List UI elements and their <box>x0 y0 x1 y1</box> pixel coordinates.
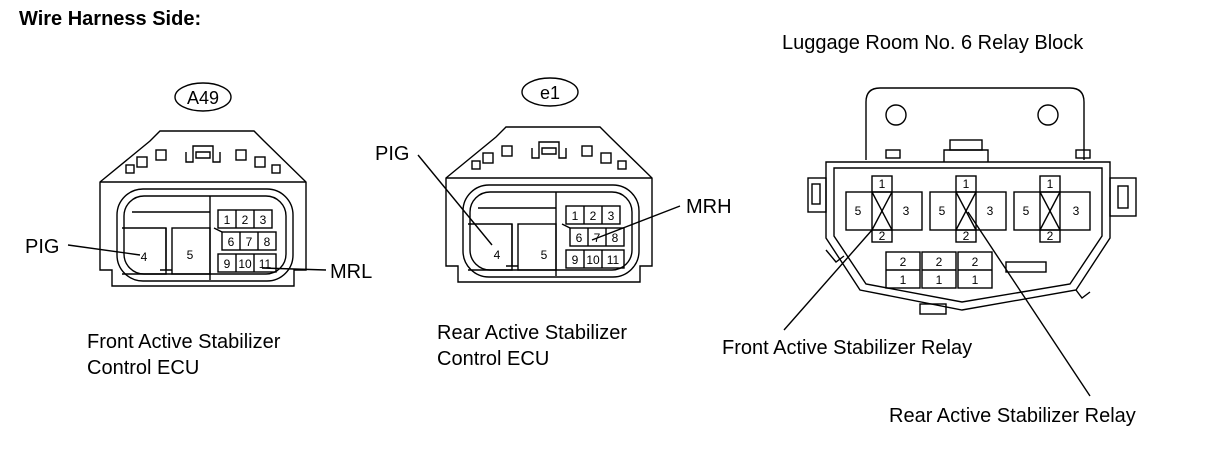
rear-pin-7: 7 <box>594 231 601 245</box>
front-mrl-leader <box>261 267 327 271</box>
front-pin-3: 3 <box>260 213 267 227</box>
front-pin-7: 7 <box>246 235 253 249</box>
rear-connector-housing <box>445 126 653 283</box>
small-socket-3-pin-top: 2 <box>972 255 979 269</box>
front-pin-9: 9 <box>224 257 231 271</box>
relay-pin-numbers: 1 5 3 2 1 5 3 2 1 5 3 2 2 1 2 1 2 1 <box>855 177 1080 287</box>
front-connector-cavity <box>116 188 294 282</box>
rear-relay-pin-left: 5 <box>939 204 946 218</box>
mount-hole-right <box>1037 104 1059 126</box>
rear-pin-1: 1 <box>572 209 579 223</box>
rear-connector <box>417 77 681 283</box>
front-pig-leader <box>67 244 141 256</box>
rear-pin-6: 6 <box>576 231 583 245</box>
front-connector-code: A49 <box>187 88 219 108</box>
third-relay-pin-left: 5 <box>1023 204 1030 218</box>
small-socket-1-pin-top: 2 <box>900 255 907 269</box>
rear-mrh-label: MRH <box>686 196 732 218</box>
front-pin-6: 6 <box>228 235 235 249</box>
rear-connector-code: e1 <box>540 83 560 103</box>
rear-connector-code-badge <box>521 77 579 107</box>
front-pin-5: 5 <box>187 248 194 262</box>
front-relay-leader <box>783 229 873 331</box>
rear-pin-numbers: 1 2 3 6 7 8 9 10 11 4 5 <box>494 209 620 267</box>
small-socket-2-pin-top: 2 <box>936 255 943 269</box>
front-pin-11: 11 <box>259 257 272 271</box>
rear-relay-pin-top: 1 <box>963 177 970 191</box>
front-pig-label: PIG <box>25 236 59 258</box>
third-relay-pin-top: 1 <box>1047 177 1054 191</box>
rear-pin-2: 2 <box>590 209 597 223</box>
mount-hole-left <box>885 104 907 126</box>
relay-block <box>783 87 1137 397</box>
front-ecu-caption-line2: Control ECU <box>87 357 200 379</box>
rear-pig-leader <box>417 154 493 246</box>
front-mrl-label: MRL <box>330 261 372 283</box>
front-relay-label: Front Active Stabilizer Relay <box>722 337 973 359</box>
small-socket-3-pin-bottom: 1 <box>972 273 979 287</box>
rear-pin-10: 10 <box>586 253 600 267</box>
page-heading: Wire Harness Side: <box>19 8 202 30</box>
rear-relay-leader <box>967 211 1091 397</box>
third-relay-socket <box>1013 175 1091 243</box>
rear-pin-9: 9 <box>572 253 579 267</box>
front-pin-1: 1 <box>224 213 231 227</box>
small-socket-2-pin-bottom: 1 <box>936 273 943 287</box>
front-connector <box>67 82 327 287</box>
third-relay-pin-bottom: 2 <box>1047 229 1054 243</box>
rear-relay-label: Rear Active Stabilizer Relay <box>889 405 1136 427</box>
rear-pin-11: 11 <box>607 253 620 267</box>
third-relay-pin-right: 3 <box>1073 204 1080 218</box>
relay-block-body <box>825 161 1111 311</box>
front-connector-code-badge <box>174 82 232 112</box>
rear-pin-4: 4 <box>494 248 501 262</box>
rear-pin-8: 8 <box>612 231 619 245</box>
rear-relay-pin-bottom: 2 <box>963 229 970 243</box>
front-relay-pin-left: 5 <box>855 204 862 218</box>
rear-ecu-caption-line2: Control ECU <box>437 348 550 370</box>
front-pin-2: 2 <box>242 213 249 227</box>
rear-pin-3: 3 <box>608 209 615 223</box>
rear-connector-cavity <box>462 184 640 278</box>
front-relay-pin-bottom: 2 <box>879 229 886 243</box>
front-pin-numbers: 1 2 3 6 7 8 9 10 11 4 5 <box>141 213 272 271</box>
front-relay-pin-right: 3 <box>903 204 910 218</box>
rear-pin-5: 5 <box>541 248 548 262</box>
rear-ecu-caption-line1: Rear Active Stabilizer <box>437 322 628 344</box>
front-relay-pin-top: 1 <box>879 177 886 191</box>
front-pin-10: 10 <box>238 257 252 271</box>
rear-mrh-leader <box>591 205 681 241</box>
small-socket-1-pin-bottom: 1 <box>900 273 907 287</box>
front-pin-4: 4 <box>141 250 148 264</box>
relay-block-title: Luggage Room No. 6 Relay Block <box>782 32 1084 54</box>
rear-pig-label: PIG <box>375 143 409 165</box>
rear-relay-pin-right: 3 <box>987 204 994 218</box>
front-relay-socket <box>845 175 923 243</box>
relay-block-mount-tab <box>865 87 1085 160</box>
front-ecu-caption-line1: Front Active Stabilizer <box>87 331 281 353</box>
front-connector-housing <box>99 130 307 287</box>
front-pin-8: 8 <box>264 235 271 249</box>
